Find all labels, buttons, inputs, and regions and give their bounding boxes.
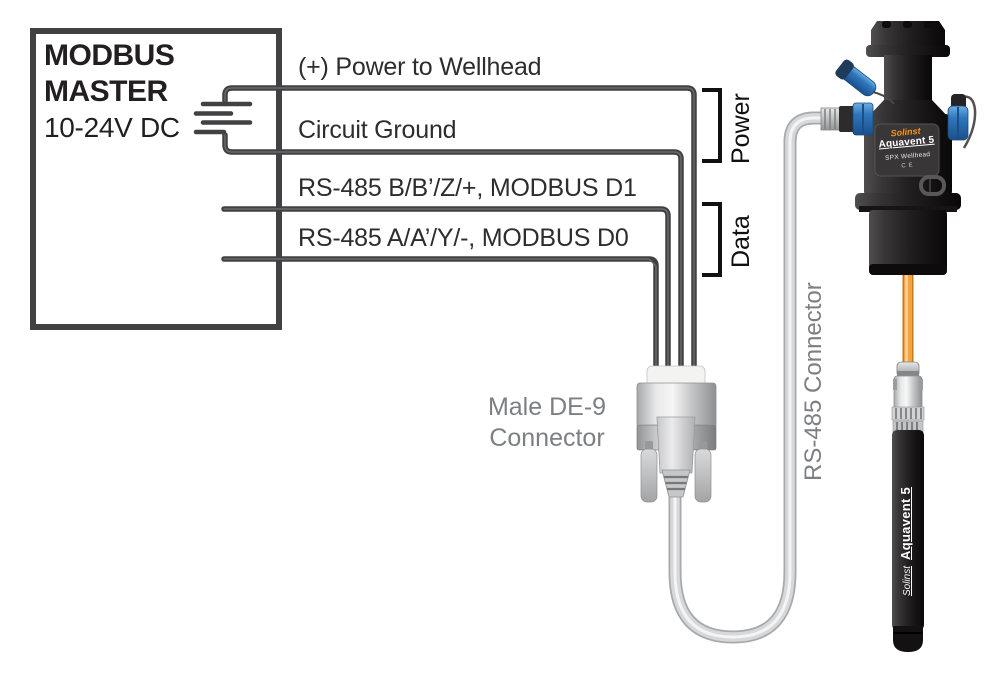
de9-connector-label: Male DE-9 Connector: [457, 392, 637, 454]
de9-label-line2: Connector: [489, 424, 605, 452]
modbus-master-title: MODBUS MASTER 10-24V DC: [44, 38, 180, 146]
probe-product: Aquavent 5: [898, 486, 913, 560]
power-group-label: Power: [727, 93, 755, 164]
data-group-bracket: [702, 202, 722, 277]
modbus-title-line1: MODBUS: [44, 39, 175, 72]
gray-cable: [668, 111, 830, 644]
power-group-bracket: [702, 88, 722, 163]
de9-label-line1: Male DE-9: [487, 393, 607, 421]
de9-connector-graphic: [636, 365, 717, 503]
wire-label-rs485-a: RS-485 A/A’/Y/-, MODBUS D0: [298, 224, 629, 252]
wellhead-device-graphic: [820, 21, 977, 275]
wire-label-rs485-b: RS-485 B/B’/Z/+, MODBUS D1: [298, 174, 637, 202]
wellhead-label-plate-text: Solinst Aquavent 5 SPX Wellhead CE: [875, 124, 939, 172]
probe-body-text: Solinst Aquavent 5: [898, 487, 913, 596]
wire-label-power-positive: (+) Power to Wellhead: [298, 53, 542, 81]
modbus-title-line2: MASTER: [44, 75, 168, 108]
data-group-label: Data: [727, 215, 755, 268]
wire-label-circuit-ground: Circuit Ground: [298, 116, 457, 144]
modbus-voltage: 10-24V DC: [44, 112, 180, 143]
probe-brand: Solinst: [902, 565, 913, 596]
orange-cable: [902, 274, 914, 370]
battery-symbol: [193, 101, 253, 135]
wire-rs485-a: [221, 256, 659, 371]
modbus-box-outline: [30, 28, 282, 330]
probe-device-graphic: [891, 361, 925, 652]
rs485-connector-label: RS-485 Connector: [800, 282, 827, 481]
wire-highlights: [223, 87, 695, 369]
